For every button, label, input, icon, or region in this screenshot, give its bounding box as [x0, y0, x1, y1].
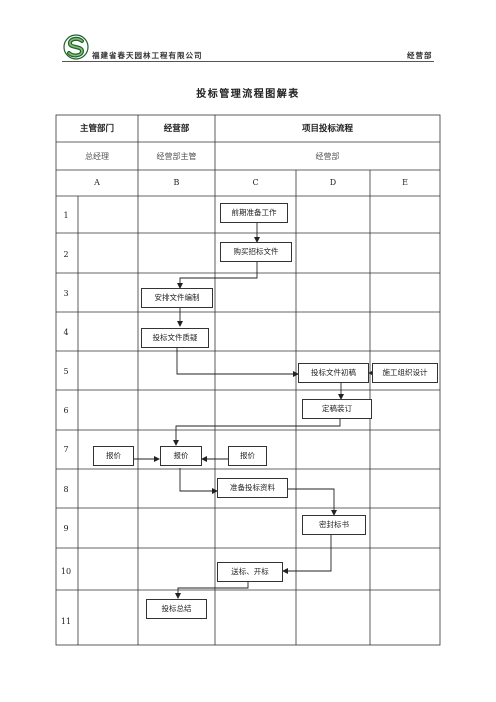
step-finalize-binding: 定稿装订 — [302, 399, 372, 419]
company-name: 福建省春天园林工程有限公司 — [92, 51, 203, 60]
row-number-3: 3 — [63, 289, 69, 298]
document-title: 投标管理流程图解表 — [196, 89, 300, 100]
row-number-10: 10 — [60, 567, 72, 576]
row-number-9: 9 — [63, 524, 69, 533]
step-preparation: 前期准备工作 — [220, 203, 288, 223]
step-prepare-materials: 准备投标资料 — [217, 478, 288, 498]
row-number-11: 11 — [60, 617, 72, 626]
row-number-1: 1 — [63, 211, 69, 220]
step-bid-summary: 投标总结 — [146, 599, 207, 619]
step-seal-bid: 密封标书 — [302, 515, 366, 535]
row-number-7: 7 — [63, 445, 69, 454]
step-arrange-drafting: 安排文件编制 — [141, 288, 213, 308]
row-number-8: 8 — [63, 485, 69, 494]
row-number-6: 6 — [63, 406, 69, 415]
step-quote-dept: 报价 — [228, 446, 267, 466]
header-business-dept: 经营部 — [163, 124, 190, 134]
header-supervising-dept: 主管部门 — [79, 124, 114, 134]
step-buy-tender-docs: 购买招标文件 — [220, 242, 292, 262]
company-logo-icon — [63, 34, 89, 60]
column-label-c: C — [252, 178, 259, 187]
step-bid-doc-query: 投标文件质疑 — [141, 328, 209, 348]
step-quote-gm: 报价 — [93, 446, 134, 466]
row-number-2: 2 — [63, 250, 69, 259]
step-construction-design: 施工组织设计 — [372, 363, 438, 383]
step-deliver-open-bid: 送标、开标 — [217, 562, 283, 582]
header-bid-process: 项目投标流程 — [301, 124, 353, 134]
header-divider — [62, 61, 434, 62]
row-number-4: 4 — [63, 328, 69, 337]
step-bid-doc-draft: 投标文件初稿 — [298, 363, 369, 383]
department-name: 经营部 — [407, 51, 433, 60]
column-label-a: A — [94, 178, 100, 187]
row-number-5: 5 — [63, 367, 69, 376]
step-quote-supervisor: 报价 — [160, 446, 202, 466]
role-business-dept: 经营部 — [315, 152, 340, 161]
role-dept-supervisor: 经营部主管 — [156, 152, 197, 161]
column-label-e: E — [402, 178, 408, 187]
column-label-d: D — [329, 178, 337, 187]
role-general-manager: 总经理 — [85, 152, 109, 161]
column-label-b: B — [173, 178, 180, 187]
